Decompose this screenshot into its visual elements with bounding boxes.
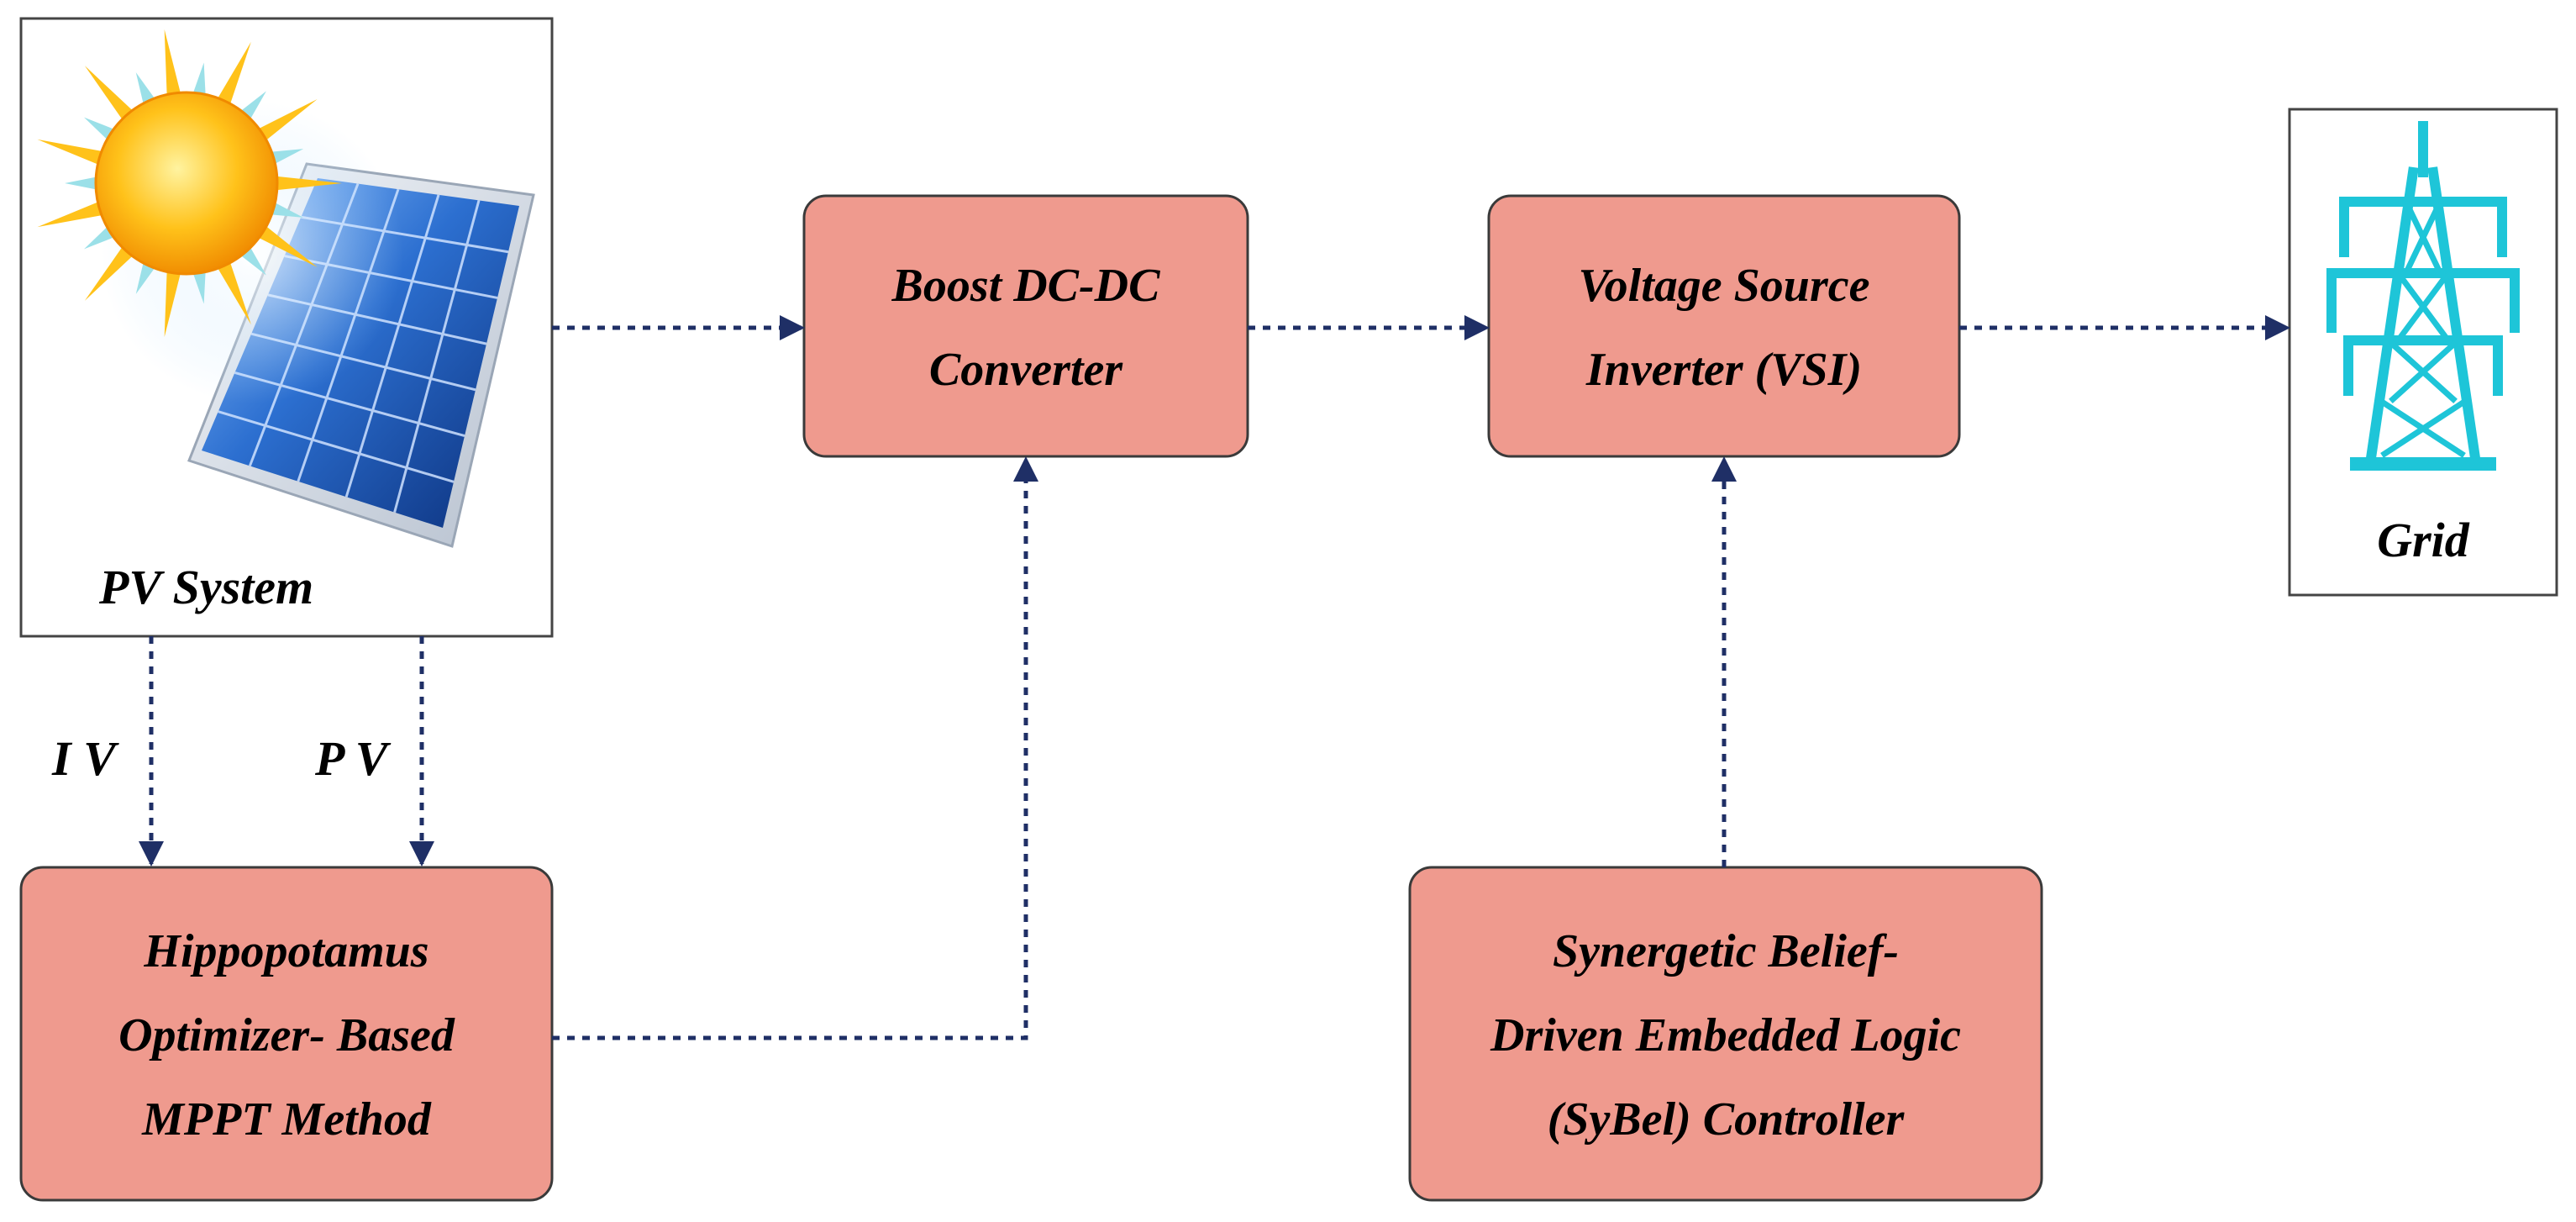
mppt-line3: MPPT Method [141,1093,432,1146]
sun-ray [164,265,182,338]
vsi-line2: Inverter (VSI) [1585,344,1862,396]
panel-cell-divider [218,410,455,483]
vsi-box [1487,194,1961,458]
sun-ray [37,199,108,228]
iv-signal-label: I V [51,731,119,786]
boost-converter-box [802,194,1249,458]
sybel-line2: Driven Embedded Logic [1490,1009,1961,1061]
boost-converter-line1: Boost DC-DC [891,260,1161,312]
grid-frame [2288,108,2558,597]
sun-ray [214,41,251,111]
sybel-line1: Synergetic Belief- [1553,925,1899,977]
pv-signal-label: P V [314,731,392,786]
sun-ray [252,222,318,268]
sun-ray [84,241,138,301]
sun-ray [214,255,251,325]
transmission-tower-icon [2326,121,2520,471]
solar-panel-with-sun-icon [37,29,535,548]
sun-ray [270,176,342,191]
boost-converter-line2: Converter [929,344,1123,396]
sun-ray [84,66,138,125]
grid-block: Grid [2288,108,2558,597]
pv-system-label: PV System [98,560,313,614]
grid-label: Grid [2377,513,2470,567]
vsi-line1: Voltage Source [1579,260,1870,312]
sun-ray [252,98,318,145]
panel-cell-divider [344,194,440,498]
mppt-block: Hippopotamus Optimizer- Based MPPT Metho… [19,866,554,1202]
mppt-line1: Hippopotamus [143,925,428,977]
sun-ray [164,29,182,102]
mppt-box [19,866,554,1202]
vsi-block: Voltage Source Inverter (VSI) [1487,194,1961,458]
panel-cell-divider [393,200,481,513]
mppt-line2: Optimizer- Based [118,1009,455,1061]
mppt-to-boost-arrow [552,456,1038,1040]
boost-converter-block: Boost DC-DC Converter [802,194,1249,458]
sybel-line3: (SyBel) Controller [1548,1093,1906,1146]
pv-system-block: PV System [19,17,554,638]
sybel-controller-block: Synergetic Belief- Driven Embedded Logic… [1408,866,2043,1202]
sun-ray [65,176,103,191]
sun-ray [37,139,108,167]
